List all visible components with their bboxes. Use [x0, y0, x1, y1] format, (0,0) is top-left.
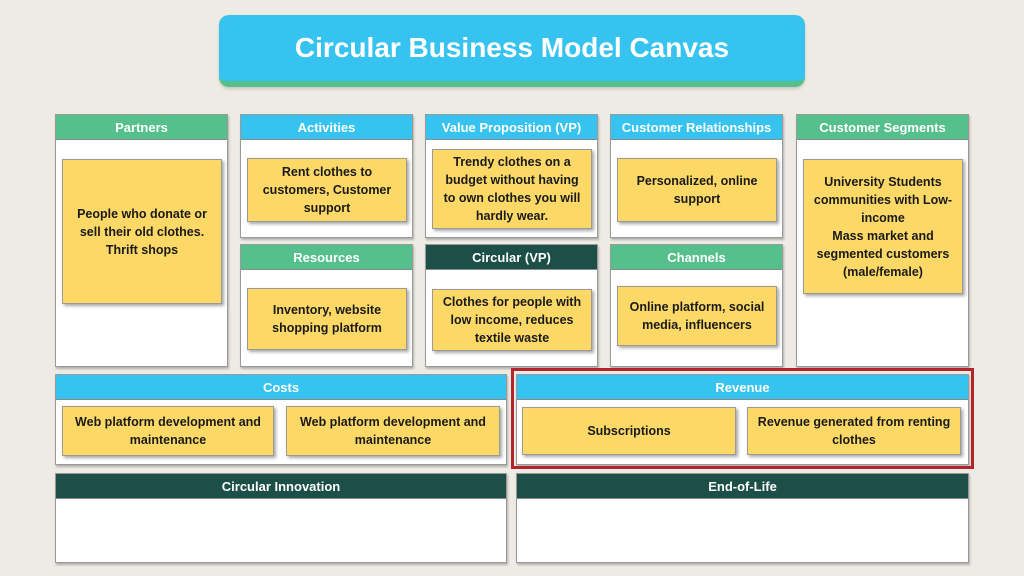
end-of-life-header: End-of-Life	[517, 474, 968, 499]
revenue-note-1: Subscriptions	[522, 407, 736, 455]
end-of-life-panel: End-of-Life	[516, 473, 969, 563]
channels-note: Online platform, social media, influence…	[617, 286, 777, 346]
canvas-title: Circular Business Model Canvas	[219, 15, 805, 87]
activities-note: Rent clothes to customers, Customer supp…	[247, 158, 407, 222]
value-proposition-note: Trendy clothes on a budget without havin…	[432, 149, 592, 229]
costs-note-1: Web platform development and maintenance	[62, 406, 274, 456]
circular-vp-panel: Circular (VP) Clothes for people with lo…	[425, 244, 598, 367]
channels-header: Channels	[611, 245, 782, 270]
activities-header: Activities	[241, 115, 412, 140]
channels-panel: Channels Online platform, social media, …	[610, 244, 783, 367]
revenue-highlight-frame	[511, 368, 974, 469]
customer-segments-header: Customer Segments	[797, 115, 968, 140]
revenue-note-2: Revenue generated from renting clothes	[747, 407, 961, 455]
resources-header: Resources	[241, 245, 412, 270]
customer-relationships-header: Customer Relationships	[611, 115, 782, 140]
customer-relationships-note: Personalized, online support	[617, 158, 777, 222]
partners-note: People who donate or sell their old clot…	[62, 159, 222, 304]
value-proposition-panel: Value Proposition (VP) Trendy clothes on…	[425, 114, 598, 238]
costs-note-2: Web platform development and maintenance	[286, 406, 500, 456]
revenue-panel: Revenue Subscriptions Revenue generated …	[516, 374, 969, 465]
circular-innovation-panel: Circular Innovation	[55, 473, 507, 563]
costs-panel: Costs Web platform development and maint…	[55, 374, 507, 465]
resources-note: Inventory, website shopping platform	[247, 288, 407, 350]
customer-relationships-panel: Customer Relationships Personalized, onl…	[610, 114, 783, 238]
partners-header: Partners	[56, 115, 227, 140]
customer-segments-note: University Students communities with Low…	[803, 159, 963, 294]
resources-panel: Resources Inventory, website shopping pl…	[240, 244, 413, 367]
activities-panel: Activities Rent clothes to customers, Cu…	[240, 114, 413, 238]
circular-innovation-header: Circular Innovation	[56, 474, 506, 499]
revenue-header: Revenue	[517, 375, 968, 400]
partners-panel: Partners People who donate or sell their…	[55, 114, 228, 367]
customer-segments-panel: Customer Segments University Students co…	[796, 114, 969, 367]
circular-vp-header: Circular (VP)	[426, 245, 597, 270]
value-proposition-header: Value Proposition (VP)	[426, 115, 597, 140]
circular-vp-note: Clothes for people with low income, redu…	[432, 289, 592, 351]
costs-header: Costs	[56, 375, 506, 400]
